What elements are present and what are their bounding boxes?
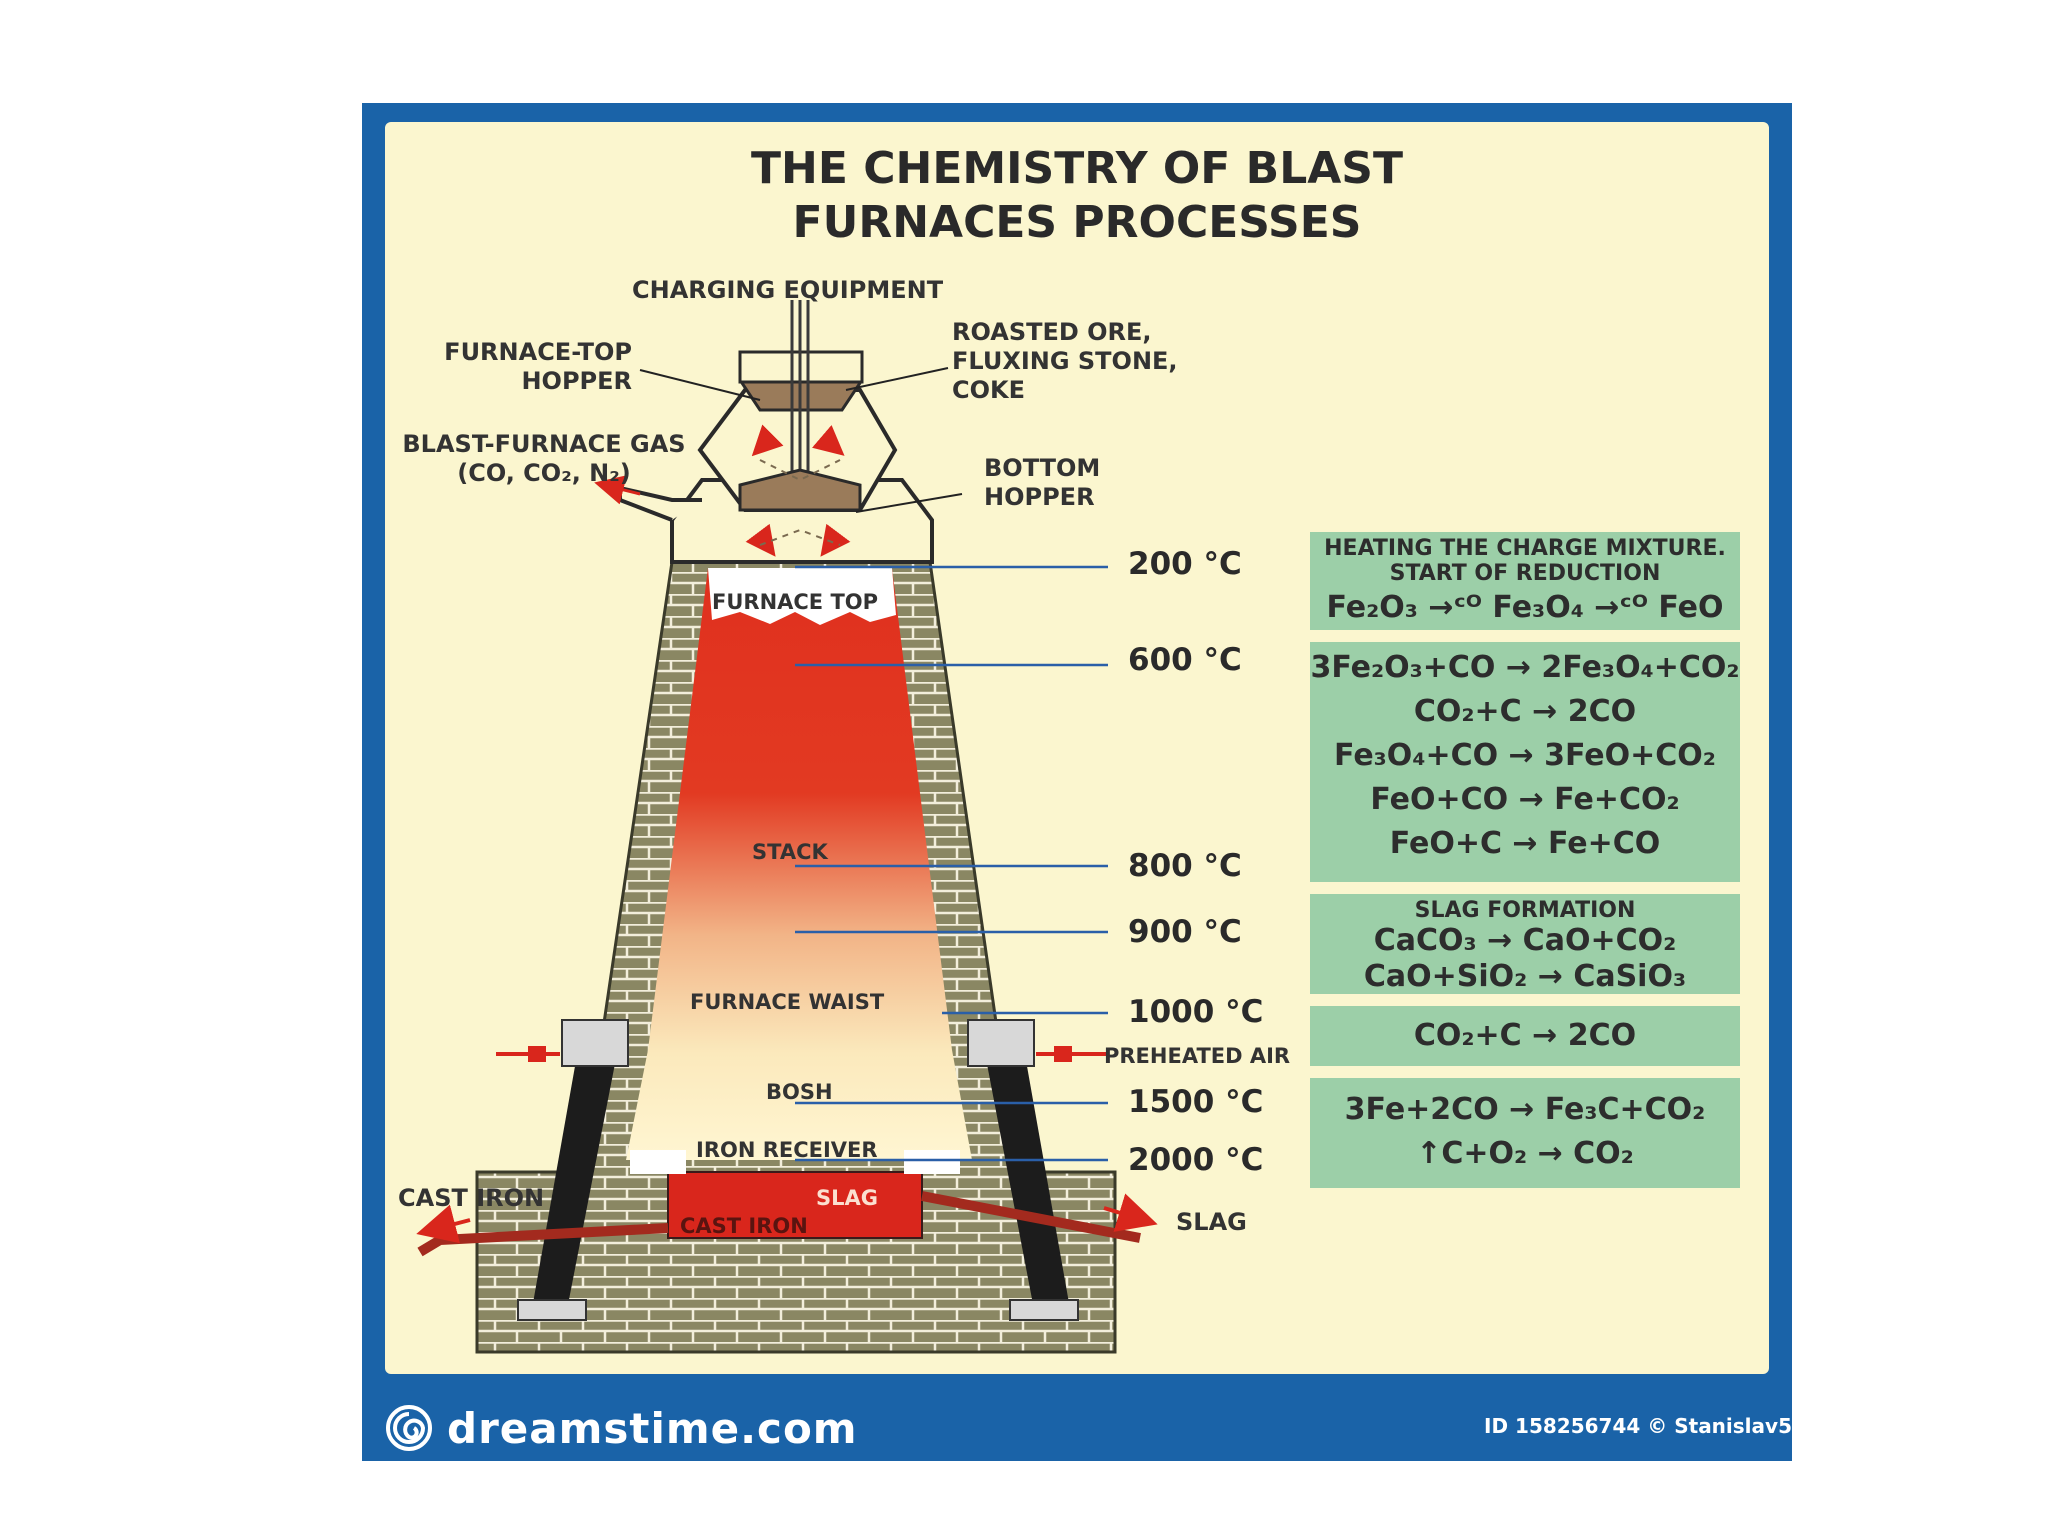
temperature-lines xyxy=(795,565,1108,1162)
temp-1500: 1500 °C xyxy=(1128,1084,1264,1120)
box-slag-eq-2: CaO+SiO₂ → CaSiO₃ xyxy=(1363,959,1687,994)
support-column-right xyxy=(982,1038,1072,1320)
leader-roasted-ore xyxy=(845,367,949,391)
support-column-left xyxy=(530,1038,620,1320)
charging-equipment-rods xyxy=(790,300,810,500)
box-slag-heading: SLAG FORMATION xyxy=(1414,898,1636,923)
temp-2000: 2000 °C xyxy=(1128,1142,1264,1178)
reaction-box-co: CO₂+C → 2CO xyxy=(1310,1006,1740,1066)
box-carb-eq-2: ↑C+O₂ → CO₂ xyxy=(1416,1136,1634,1171)
temp-1000: 1000 °C xyxy=(1128,994,1264,1030)
leader-bottom-hopper xyxy=(855,493,963,513)
label-bottom-hopper-line2: HOPPER xyxy=(984,483,1095,511)
label-charging-equipment: CHARGING EQUIPMENT xyxy=(632,276,944,304)
furnace-top-zone xyxy=(708,568,896,625)
label-bottom-hopper: BOTTOM HOPPER xyxy=(984,454,1100,512)
label-blast-furnace-gas: BLAST-FURNACE GAS (CO, CO₂, N₂) xyxy=(394,430,694,488)
box-reduction-eq-1: 3Fe₂O₃+CO → 2Fe₃O₄+CO₂ xyxy=(1310,650,1740,685)
tuyere-left xyxy=(561,1019,629,1067)
label-preheated-air: PREHEATED AIR xyxy=(1104,1044,1291,1068)
title-line-2: FURNACES PROCESSES xyxy=(792,197,1362,248)
box-reduction-eq-3: Fe₃O₄+CO → 3FeO+CO₂ xyxy=(1334,738,1716,773)
label-furnace-top-hopper: FURNACE-TOP HOPPER xyxy=(400,338,632,396)
box-reduction-eq-2: CO₂+C → 2CO xyxy=(1413,694,1637,729)
iron-receiver-right xyxy=(904,1150,960,1174)
label-slag-inside: SLAG xyxy=(816,1186,878,1210)
label-bosh: BOSH xyxy=(766,1080,833,1104)
tuyere-right xyxy=(967,1019,1035,1067)
label-furnace-waist: FURNACE WAIST xyxy=(690,990,885,1014)
box-carb-eq-1: 3Fe+2CO → Fe₃C+CO₂ xyxy=(1344,1092,1706,1127)
reaction-box-slag: SLAG FORMATION CaCO₃ → CaO+CO₂ CaO+SiO₂ … xyxy=(1310,894,1740,994)
reaction-box-heating: HEATING THE CHARGE MIXTURE. START OF RED… xyxy=(1310,532,1740,630)
box-co-eq-1: CO₂+C → 2CO xyxy=(1413,1018,1637,1053)
diagram-title: THE CHEMISTRY OF BLAST FURNACES PROCESSE… xyxy=(385,142,1769,250)
label-roasted-ore-line1: ROASTED ORE, xyxy=(952,318,1152,346)
temp-200: 200 °C xyxy=(1128,546,1242,582)
box-reduction-eq-4: FeO+CO → Fe+CO₂ xyxy=(1370,782,1680,817)
box-slag-eq-1: CaCO₃ → CaO+CO₂ xyxy=(1373,923,1677,958)
label-roasted-ore-line2: FLUXING STONE, xyxy=(952,347,1178,375)
label-furnace-top-hopper-line2: HOPPER xyxy=(521,367,632,395)
cast-iron-arrow xyxy=(416,1204,471,1244)
label-cast-iron-inside: CAST IRON xyxy=(680,1214,808,1238)
gas-arrow xyxy=(594,475,641,505)
label-stack: STACK xyxy=(752,840,828,864)
box-reduction-eq-5: FeO+C → Fe+CO xyxy=(1389,826,1661,861)
label-slag-out: SLAG xyxy=(1176,1208,1247,1236)
reaction-box-reduction: 3Fe₂O₃+CO → 2Fe₃O₄+CO₂ CO₂+C → 2CO Fe₃O₄… xyxy=(1310,642,1740,882)
slag-arrow xyxy=(1103,1193,1158,1232)
label-roasted-ore-line3: COKE xyxy=(952,376,1026,404)
temp-800: 800 °C xyxy=(1128,848,1242,884)
label-roasted-ore: ROASTED ORE, FLUXING STONE, COKE xyxy=(952,318,1178,405)
furnace-interior xyxy=(626,568,972,1160)
bottom-hopper xyxy=(738,468,862,512)
spiral-logo-icon xyxy=(386,1405,432,1451)
box-heating-equation: Fe₂O₃ →ᶜᴼ Fe₃O₄ →ᶜᴼ FeO xyxy=(1326,590,1724,625)
footer-image-id: ID 158256744 © Stanislav5 xyxy=(1484,1414,1792,1438)
label-iron-receiver: IRON RECEIVER xyxy=(696,1138,878,1162)
label-gas-line1: BLAST-FURNACE GAS xyxy=(402,430,686,458)
footer-brand: dreamstime.com xyxy=(447,1403,858,1453)
label-bottom-hopper-line1: BOTTOM xyxy=(984,454,1101,482)
temp-600: 600 °C xyxy=(1128,642,1242,678)
iron-receiver-left xyxy=(630,1150,686,1174)
label-gas-line2: (CO, CO₂, N₂) xyxy=(457,459,631,487)
footer-logo: dreamstime.com xyxy=(385,1400,858,1456)
leader-furnace-top-hopper xyxy=(639,369,761,401)
hearth-slag-cast-iron xyxy=(667,1171,923,1239)
temp-900: 900 °C xyxy=(1128,914,1242,950)
label-furnace-top: FURNACE TOP xyxy=(712,590,879,614)
reaction-box-carburization: 3Fe+2CO → Fe₃C+CO₂ ↑C+O₂ → CO₂ xyxy=(1310,1078,1740,1188)
label-furnace-top-hopper-line1: FURNACE-TOP xyxy=(444,338,632,366)
box-heating-heading-2: START OF REDUCTION xyxy=(1389,561,1661,586)
slag-channel xyxy=(921,1191,1141,1243)
title-line-1: THE CHEMISTRY OF BLAST xyxy=(750,143,1403,194)
box-heating-heading-1: HEATING THE CHARGE MIXTURE. xyxy=(1324,536,1726,561)
label-cast-iron-out: CAST IRON xyxy=(398,1184,545,1212)
